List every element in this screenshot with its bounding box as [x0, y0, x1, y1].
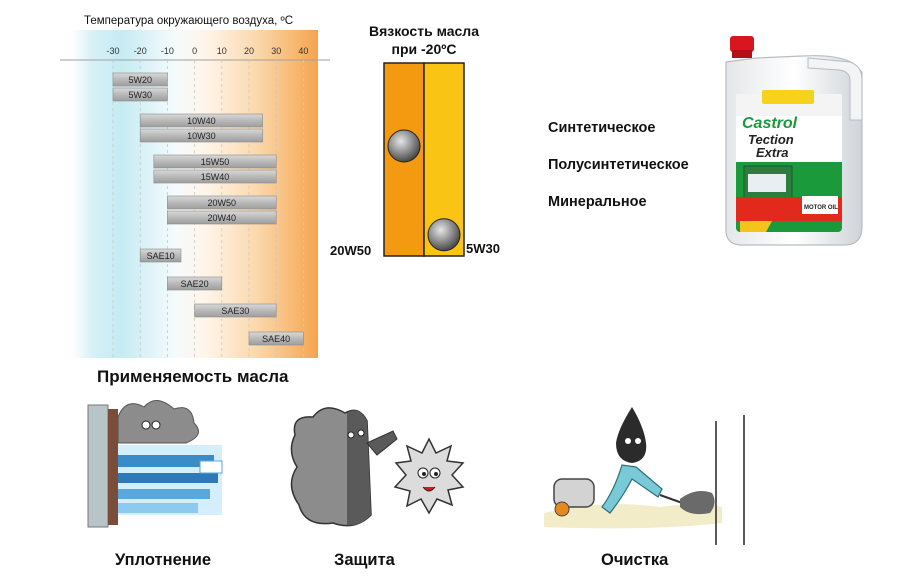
range-bar-label: SAE20 — [181, 279, 209, 289]
range-bar-10w40 — [139, 113, 263, 128]
oil-type-mineral: Минеральное — [548, 194, 647, 210]
viscosity-title: Вязкость масла при -20ºC — [350, 22, 498, 58]
oil-applicability-chart: -30 -20 -10 0 10 20 30 40 5W20 5W30 10W40 10W30 15W… — [60, 30, 330, 358]
oil-type-synthetic: Синтетическое — [548, 120, 656, 136]
viscosity-ball-20w50 — [387, 129, 421, 163]
range-bar-label: 20W50 — [208, 198, 237, 208]
function-label-sealing: Уплотнение — [115, 551, 212, 569]
x-tick-label: 10 — [217, 46, 227, 56]
viscosity-label-20w50: 20W50 — [330, 243, 372, 258]
range-bar-label: 5W20 — [128, 75, 152, 85]
oil-type-semi-synthetic: Полусинтетическое — [548, 157, 689, 173]
range-bar-label: 10W30 — [187, 131, 216, 141]
x-tick-label: 0 — [192, 46, 197, 56]
range-bar-15w50 — [153, 154, 277, 169]
canister-band: MOTOR OIL — [804, 205, 838, 211]
oil-canister-image: Castrol Tection Extra MOTOR OIL — [725, 36, 863, 246]
range-bar-10w30 — [139, 128, 263, 143]
function-label-cleaning: Очистка — [601, 551, 669, 569]
chart-title: Температура окружающего воздуха, ºC — [84, 15, 294, 27]
sealing-illustration — [87, 400, 223, 528]
range-bar-20w40 — [167, 210, 277, 225]
range-bar-label: SAE30 — [221, 306, 249, 316]
cleaning-illustration — [544, 407, 745, 545]
range-bar-sae10 — [139, 248, 182, 263]
protection-illustration — [290, 407, 465, 527]
range-bar-label: 15W40 — [201, 172, 230, 182]
range-bar-label: 10W40 — [187, 116, 216, 126]
range-bar-label: SAE10 — [147, 251, 175, 261]
canister-brand: Castrol — [742, 115, 798, 132]
range-bar-sae40 — [248, 331, 304, 346]
x-tick-label: 40 — [298, 46, 308, 56]
x-tick-label: -20 — [134, 46, 147, 56]
canister-product-line1: Tection — [748, 132, 794, 147]
range-bar-5w20 — [112, 72, 168, 87]
viscosity-title-line1: Вязкость масла — [369, 23, 479, 39]
viscosity-title-line2: при -20ºC — [391, 41, 457, 57]
range-bar-20w50 — [167, 195, 277, 210]
range-bar-15w40 — [153, 169, 277, 184]
x-tick-label: 20 — [244, 46, 254, 56]
range-bar-sae20 — [167, 276, 223, 291]
chart-caption: Применяемость масла — [97, 367, 289, 386]
x-tick-label: -10 — [161, 46, 174, 56]
range-bar-5w30 — [112, 87, 168, 102]
canister-cap — [730, 36, 754, 52]
viscosity-ball-5w30 — [427, 218, 461, 252]
range-bar-label: 20W40 — [208, 213, 237, 223]
range-bar-sae30 — [194, 303, 277, 318]
viscosity-columns — [383, 62, 465, 257]
canister-product-line2: Extra — [756, 145, 789, 160]
range-bar-label: SAE40 — [262, 334, 290, 344]
canister-handle — [807, 57, 863, 121]
viscosity-label-5w30: 5W30 — [466, 241, 500, 256]
range-bar-label: 5W30 — [128, 90, 152, 100]
range-bar-label: 15W50 — [201, 157, 230, 167]
function-label-protection: Защита — [334, 551, 395, 569]
x-tick-label: -30 — [106, 46, 119, 56]
x-tick-label: 30 — [271, 46, 281, 56]
